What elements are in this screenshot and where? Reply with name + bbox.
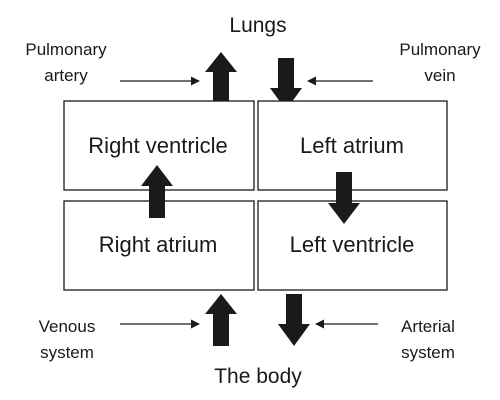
pulmonary-artery-label-line1: Pulmonary: [25, 40, 107, 59]
right-atrium-label: Right atrium: [99, 232, 218, 257]
left-ventricle-box: [257, 200, 448, 291]
left-atrium-to-ventricle-arrow: [328, 172, 360, 224]
to-lungs-arrow: [205, 52, 237, 110]
the-body-label: The body: [214, 365, 302, 388]
arterial-system-label-line2: system: [401, 343, 455, 362]
pulmonary-vein-label-line1: Pulmonary: [399, 40, 481, 59]
venous-system-label-line1: Venous: [39, 317, 96, 336]
left-ventricle-label: Left ventricle: [290, 232, 415, 257]
venous-system-label-line2: system: [40, 343, 94, 362]
from-body-arrow: [205, 294, 237, 346]
pulmonary-vein-label-line2: vein: [424, 66, 455, 85]
pulmonary-artery-label-line2: artery: [44, 66, 88, 85]
arterial-system-label-line1: Arterial: [401, 317, 455, 336]
left-atrium-label: Left atrium: [300, 133, 404, 158]
right-atrium-to-ventricle-arrow: [141, 165, 173, 218]
from-lungs-arrow: [270, 58, 302, 110]
lungs-label: Lungs: [229, 14, 286, 37]
left-atrium-box: [257, 100, 448, 191]
right-ventricle-label: Right ventricle: [88, 133, 227, 158]
to-body-arrow: [278, 294, 310, 346]
